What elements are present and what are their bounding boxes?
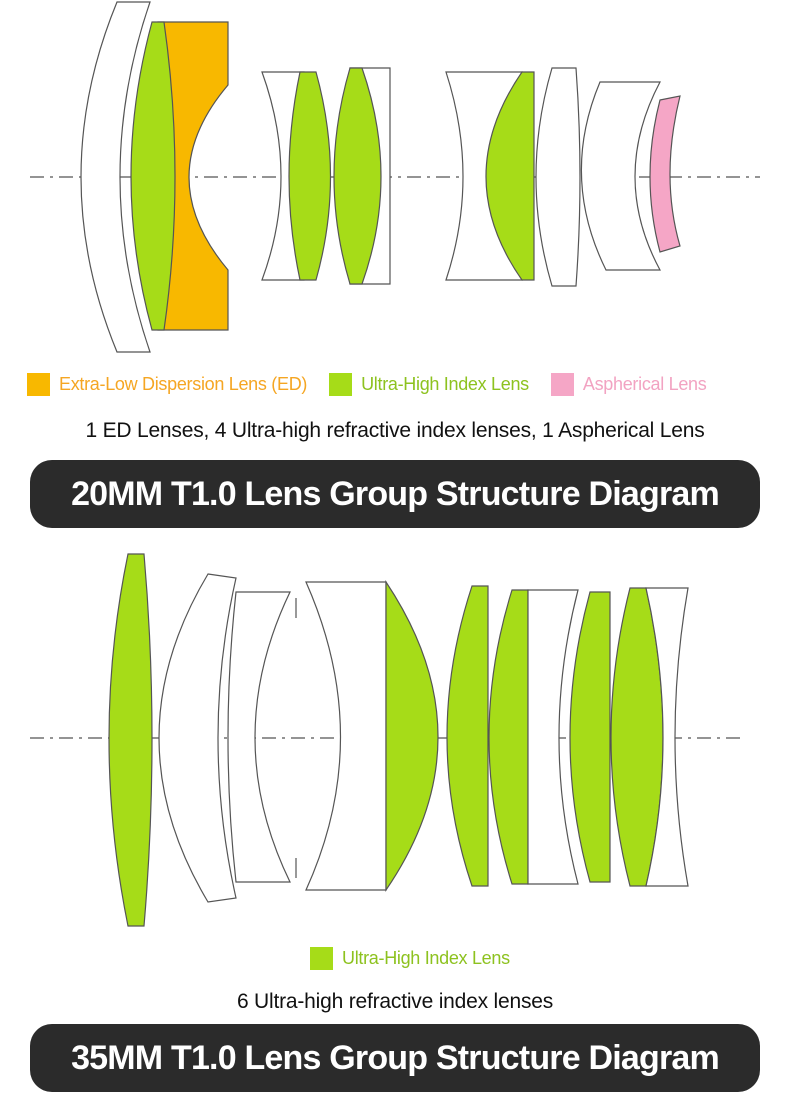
legend-swatch-aspherical xyxy=(550,373,574,396)
lens-diagram-35mm xyxy=(30,553,745,927)
lens-element-ultra-high xyxy=(446,585,489,887)
lens-element xyxy=(227,591,291,883)
title-banner-20mm: 20MM T1.0 Lens Group Structure Diagram xyxy=(30,460,760,528)
legend-label-ed: Extra-Low Dispersion Lens (ED) xyxy=(59,374,308,394)
lens-element xyxy=(158,573,237,903)
legend-label-ultra-high: Ultra-High Index Lens xyxy=(342,948,510,968)
lens-element-aspherical xyxy=(649,95,681,253)
legend-item-ultra-high: Ultra-High Index Lens xyxy=(310,947,510,970)
lens-element-ultra-high xyxy=(288,71,332,281)
caption-35mm: 6 Ultra-high refractive index lenses xyxy=(236,990,554,1013)
lens-element-ultra-high xyxy=(485,71,535,281)
legend-item-ed: Extra-Low Dispersion Lens (ED) xyxy=(27,373,307,396)
lens-element-ultra-high xyxy=(108,553,153,927)
legend-20mm: Extra-Low Dispersion Lens (ED) Ultra-Hig… xyxy=(27,373,767,396)
legend-swatch-ultra-high xyxy=(329,373,353,396)
lens-element xyxy=(580,81,662,271)
legend-swatch-ed xyxy=(27,373,50,396)
lens-element xyxy=(527,589,579,885)
lens-element xyxy=(535,67,581,287)
lens-element-ultra-high xyxy=(569,591,611,883)
lens-element-ultra-high xyxy=(488,589,529,885)
legend-label-aspherical: Aspherical Lens xyxy=(582,374,707,394)
legend-label-ultra-high: Ultra-High Index Lens xyxy=(361,374,529,394)
lens-element xyxy=(305,581,387,891)
lens-element-ultra-high xyxy=(130,21,176,331)
lens-element xyxy=(645,587,689,887)
lens-element-ultra-high xyxy=(385,580,439,892)
title-banner-35mm: 35MM T1.0 Lens Group Structure Diagram xyxy=(30,1024,760,1092)
lens-diagram-20mm xyxy=(30,1,760,353)
legend-item-ultra-high: Ultra-High Index Lens xyxy=(329,373,529,396)
caption-20mm: 1 ED Lenses, 4 Ultra-high refractive ind… xyxy=(85,419,705,442)
legend-35mm: Ultra-High Index Lens xyxy=(310,947,510,970)
lens-element-ultra-high xyxy=(333,67,382,285)
lens-element xyxy=(80,1,151,353)
legend-item-aspherical: Aspherical Lens xyxy=(550,373,707,396)
legend-swatch-ultra-high xyxy=(310,947,333,970)
lens-element-ed xyxy=(157,21,229,331)
